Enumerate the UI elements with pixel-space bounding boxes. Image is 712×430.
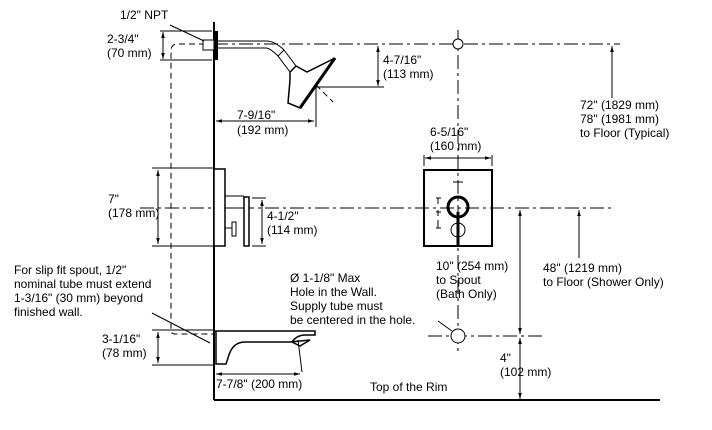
tub-spout: 3-1/16" (78 mm) 7-7/8" (200 mm): [102, 312, 316, 391]
head-reach-mm: (192 mm): [237, 123, 288, 137]
svg-text:Hole in the Wall.: Hole in the Wall.: [290, 285, 377, 299]
spout-label-2: to Spout: [436, 273, 481, 287]
head-drop-mm: (113 mm): [383, 67, 433, 81]
valve-trim-side: 7" (178 mm) 4-1/2" (114 mm): [108, 167, 317, 247]
handle-mm: (114 mm): [267, 223, 317, 237]
svg-text:Ø 1-1/8" Max: Ø 1-1/8" Max: [290, 271, 360, 285]
svg-text:Supply tube must: Supply tube must: [290, 299, 383, 313]
hole-note: Ø 1-1/8" Max Hole in the Wall. Supply tu…: [290, 271, 415, 327]
npt-label: 1/2" NPT: [120, 8, 169, 22]
plate-in: 6-5/16": [430, 125, 468, 139]
trim-in: 7": [108, 192, 119, 206]
svg-text:finished wall.: finished wall.: [14, 305, 83, 319]
arm-dimension: 1/2" NPT 2-3/4" (70 mm): [107, 8, 212, 61]
trim-mm: (178 mm): [108, 206, 159, 220]
rim-mm: (102 mm): [500, 365, 551, 379]
handle-in: 4-1/2": [267, 209, 299, 223]
valve-height-dimension: 48" (1219 mm) to Floor (Shower Only) 10"…: [436, 210, 664, 399]
svg-text:1-3/16" (30 mm) beyond: 1-3/16" (30 mm) beyond: [14, 291, 143, 305]
floor-label-3: to Floor (Typical): [580, 126, 669, 140]
rim-in: 4": [500, 351, 511, 365]
spout-label-1: 10" (254 mm): [436, 259, 508, 273]
arm-in-label: 2-3/4": [107, 32, 139, 46]
spout-label-3: (Bath Only): [436, 287, 497, 301]
spout-h-mm: (78 mm): [102, 346, 147, 360]
svg-text:be centered in the hole.: be centered in the hole.: [290, 313, 415, 327]
slip-fit-note: For slip fit spout, 1/2" nominal tube mu…: [14, 263, 151, 319]
shower-head: [287, 57, 337, 109]
rim-label: Top of the Rim: [370, 380, 447, 394]
shower-height-dimension: 72" (1829 mm) 78" (1981 mm) to Floor (Ty…: [452, 38, 669, 140]
spout-reach: 7-7/8" (200 mm): [216, 377, 302, 391]
floor-label-1: 72" (1829 mm): [580, 98, 659, 112]
floor-label-2: 78" (1981 mm): [580, 112, 659, 126]
head-reach-in: 7-9/16": [237, 108, 275, 122]
shower-label-1: 48" (1219 mm): [543, 261, 622, 275]
arm-mm-label: (70 mm): [107, 46, 152, 60]
valve-trim-front: 6-5/16" (160 mm): [423, 125, 493, 247]
spout-h-in: 3-1/16": [102, 332, 140, 346]
shower-arm: [202, 31, 297, 73]
plate-mm: (160 mm): [430, 139, 481, 153]
svg-text:For slip fit spout, 1/2": For slip fit spout, 1/2": [14, 263, 126, 277]
head-drop-in: 4-7/16": [383, 53, 421, 67]
svg-text:nominal tube must extend: nominal tube must extend: [14, 277, 151, 291]
shower-label-2: to Floor (Shower Only): [543, 275, 664, 289]
centerlines: [140, 30, 620, 355]
head-reach-dimension: 7-9/16" (192 mm): [216, 87, 317, 137]
head-drop-dimension: 4-7/16" (113 mm): [315, 46, 433, 88]
